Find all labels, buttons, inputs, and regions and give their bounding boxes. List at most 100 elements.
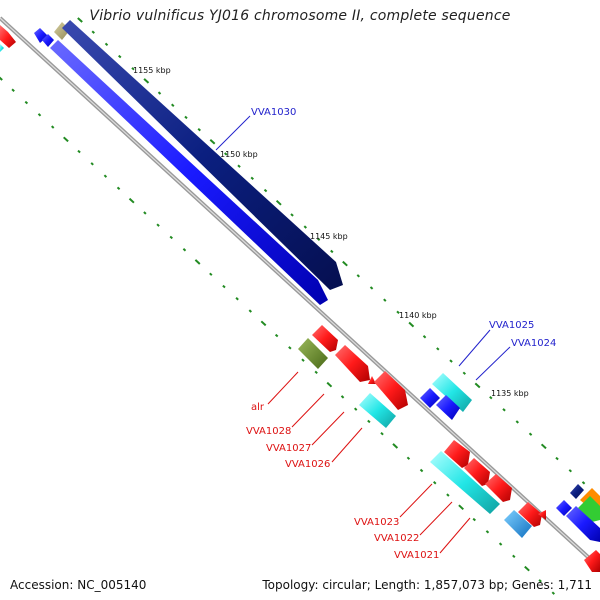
- tick-mark: [406, 456, 411, 460]
- gene-edge-red[interactable]: [0, 25, 16, 48]
- gene-red-2[interactable]: [335, 345, 370, 382]
- tick-mark: [275, 199, 282, 206]
- tick-mark: [260, 320, 267, 327]
- leader-vva1023: [399, 483, 433, 518]
- gene-red-4[interactable]: [444, 440, 470, 468]
- tick-mark: [551, 591, 555, 595]
- gene-label-vva1025[interactable]: VVA1025: [489, 320, 534, 331]
- tick-mark: [0, 76, 3, 81]
- tick-mark: [128, 197, 135, 204]
- tick-mark: [489, 395, 493, 400]
- tick-mark: [419, 468, 424, 473]
- tick-mark: [316, 237, 321, 241]
- gene-long-blue[interactable]: [50, 40, 328, 305]
- tick-mark: [502, 408, 506, 412]
- gene-sky[interactable]: [504, 510, 532, 538]
- tick-mark: [540, 443, 547, 450]
- tick-mark: [392, 443, 399, 449]
- gene-label-vva1027[interactable]: VVA1027: [266, 443, 311, 454]
- gene-label-vva1021[interactable]: VVA1021: [394, 550, 439, 561]
- gene-label-vva1026[interactable]: VVA1026: [285, 459, 330, 470]
- tick-mark: [104, 42, 109, 47]
- leader-vva1024: [475, 346, 511, 381]
- tick-mark: [143, 78, 150, 84]
- tick-mark: [568, 469, 572, 473]
- gene-label-vva1024[interactable]: VVA1024: [511, 338, 556, 349]
- tick-mark: [131, 67, 135, 71]
- tick-marks-outer: [77, 17, 599, 497]
- gene-green[interactable]: [578, 496, 600, 522]
- tick-mark: [169, 235, 173, 240]
- gene-cyan-3[interactable]: [430, 451, 500, 514]
- gene-blue-right[interactable]: [566, 506, 600, 542]
- gene-long-dark[interactable]: [62, 20, 343, 290]
- gene-red-3[interactable]: [374, 371, 408, 410]
- gene-small-blue-2[interactable]: [42, 34, 54, 47]
- gene-cyan-2[interactable]: [432, 373, 472, 412]
- gene-label-vva1028[interactable]: VVA1028: [246, 426, 291, 437]
- gene-cyan-1[interactable]: [359, 393, 396, 428]
- tick-mark: [157, 91, 162, 95]
- tick-label-1155: 1155 kbp: [133, 66, 171, 75]
- tick-mark: [77, 17, 83, 23]
- leader-vva1022: [419, 501, 453, 536]
- gene-small-blue-1[interactable]: [34, 28, 48, 43]
- tick-mark: [301, 358, 305, 362]
- gene-label-vva1030[interactable]: VVA1030: [251, 107, 296, 118]
- tick-mark: [290, 213, 294, 217]
- gene-olive[interactable]: [298, 338, 328, 369]
- tick-mark: [263, 188, 268, 193]
- tick-label-1145: 1145 kbp: [310, 232, 348, 241]
- leader-vva1027: [311, 411, 345, 446]
- leader-vva1025: [458, 329, 491, 367]
- tick-mark: [103, 174, 108, 178]
- gene-label-alr[interactable]: alr: [251, 402, 265, 413]
- tick-mark: [222, 284, 226, 289]
- tick-mark: [156, 223, 160, 227]
- tick-mark: [116, 186, 121, 191]
- gene-red-6[interactable]: [485, 474, 512, 502]
- tick-mark: [383, 298, 387, 302]
- gene-label-vva1023[interactable]: VVA1023: [354, 517, 399, 528]
- gene-blue-small-5[interactable]: [556, 500, 572, 516]
- tick-mark: [449, 359, 453, 363]
- tick-mark: [171, 103, 175, 107]
- leader-vva1030: [215, 115, 251, 151]
- gene-red-1[interactable]: [312, 325, 338, 352]
- gene-blue-small-4[interactable]: [436, 395, 460, 420]
- tick-label-1140: 1140 kbp: [399, 311, 437, 320]
- gene-blue-small-3[interactable]: [420, 388, 440, 408]
- gene-red-5[interactable]: [464, 458, 490, 486]
- tick-mark: [436, 347, 440, 351]
- tick-mark: [474, 382, 481, 389]
- gene-red-arrow-right[interactable]: [538, 510, 546, 520]
- tick-mark: [37, 113, 42, 117]
- gene-red-edge[interactable]: [584, 550, 600, 572]
- tick-mark: [472, 517, 476, 522]
- tick-mark: [369, 286, 374, 290]
- tick-mark: [408, 321, 415, 328]
- tick-mark: [118, 54, 122, 59]
- tick-mark: [209, 272, 213, 276]
- tick-mark: [274, 333, 279, 338]
- tick-mark: [380, 431, 384, 436]
- gene-label-vva1022[interactable]: VVA1022: [374, 533, 419, 544]
- tick-mark: [224, 152, 228, 156]
- tick-mark: [197, 127, 201, 132]
- tick-mark: [458, 504, 464, 511]
- gene-dark-small[interactable]: [570, 484, 584, 499]
- leader-vva1021: [439, 517, 471, 554]
- gene-red-7[interactable]: [518, 502, 542, 527]
- tick-mark: [326, 381, 333, 388]
- tick-mark: [24, 100, 29, 105]
- tick-mark: [485, 530, 490, 534]
- tick-mark: [51, 125, 55, 129]
- tick-mark: [194, 259, 201, 265]
- gene-edge-cyan[interactable]: [0, 44, 4, 52]
- tick-mark: [515, 420, 519, 424]
- accession-text: Accession: NC_005140: [10, 578, 147, 592]
- tick-label-1135: 1135 kbp: [491, 389, 529, 398]
- tick-mark: [330, 249, 334, 254]
- tick-mark: [498, 542, 503, 546]
- chromosome-backbone: [0, 16, 600, 570]
